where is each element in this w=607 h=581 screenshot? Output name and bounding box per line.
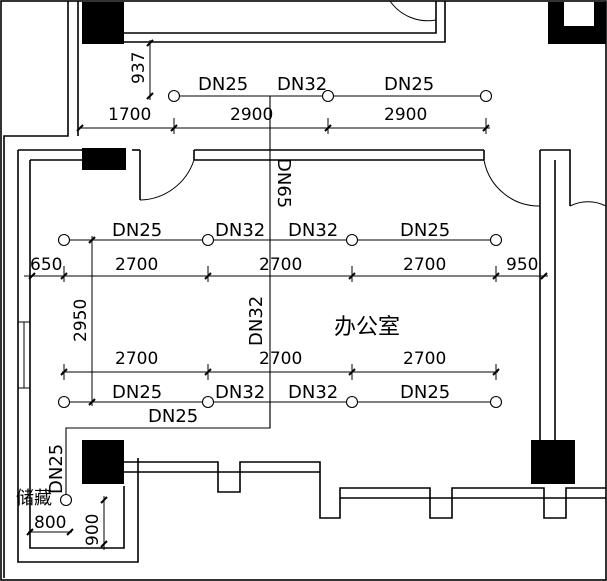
riser-label: DN65 xyxy=(273,158,294,208)
dimension-lines xyxy=(24,39,548,550)
storage-dimension: 900 xyxy=(83,514,103,546)
text-labels: DN25 DN32 DN25 1700 2900 2900 937 DN65 D… xyxy=(16,52,538,546)
branch-label: DN32 xyxy=(246,296,267,346)
doors xyxy=(139,0,607,207)
row1-dimension: 2700 xyxy=(259,255,302,275)
top-vertical-dimension: 937 xyxy=(129,52,149,84)
top-dimension: 2900 xyxy=(230,105,273,125)
row1-pipe-label: DN25 xyxy=(112,220,162,241)
row2-pipe-label: DN25 xyxy=(400,382,450,403)
row2-pipe-label: DN25 xyxy=(112,382,162,403)
row2-pipe-label: DN32 xyxy=(215,382,265,403)
row1-pipe-label: DN32 xyxy=(215,220,265,241)
left-vertical-dimension: 2950 xyxy=(71,299,91,342)
row2-dimension: 2700 xyxy=(115,349,158,369)
row2-dimension: 2700 xyxy=(403,349,446,369)
row1-dimension: 2700 xyxy=(115,255,158,275)
pipes xyxy=(64,95,496,500)
walls xyxy=(3,1,606,578)
row1-pipe-label: DN32 xyxy=(288,220,338,241)
storage-label: 储藏 xyxy=(16,488,52,509)
row1-dimension: 2700 xyxy=(403,255,446,275)
columns xyxy=(82,2,606,484)
top-dimension: 2900 xyxy=(384,105,427,125)
top-pipe-label: DN25 xyxy=(198,74,248,95)
bottom-branch-label: DN25 xyxy=(148,406,198,427)
top-dimension: 1700 xyxy=(108,105,151,125)
top-pipe-label: DN25 xyxy=(384,74,434,95)
storage-dimension: 800 xyxy=(34,513,66,533)
row1-dimension: 950 xyxy=(506,255,538,275)
row1-pipe-label: DN25 xyxy=(400,220,450,241)
sprinkler-heads xyxy=(57,89,503,507)
row2-dimension: 2700 xyxy=(259,349,302,369)
row1-dimension: 650 xyxy=(30,255,62,275)
room-label: 办公室 xyxy=(334,315,400,340)
storage-pipe-label: DN25 xyxy=(46,444,67,494)
row2-pipe-label: DN32 xyxy=(288,382,338,403)
top-pipe-label: DN32 xyxy=(277,74,327,95)
